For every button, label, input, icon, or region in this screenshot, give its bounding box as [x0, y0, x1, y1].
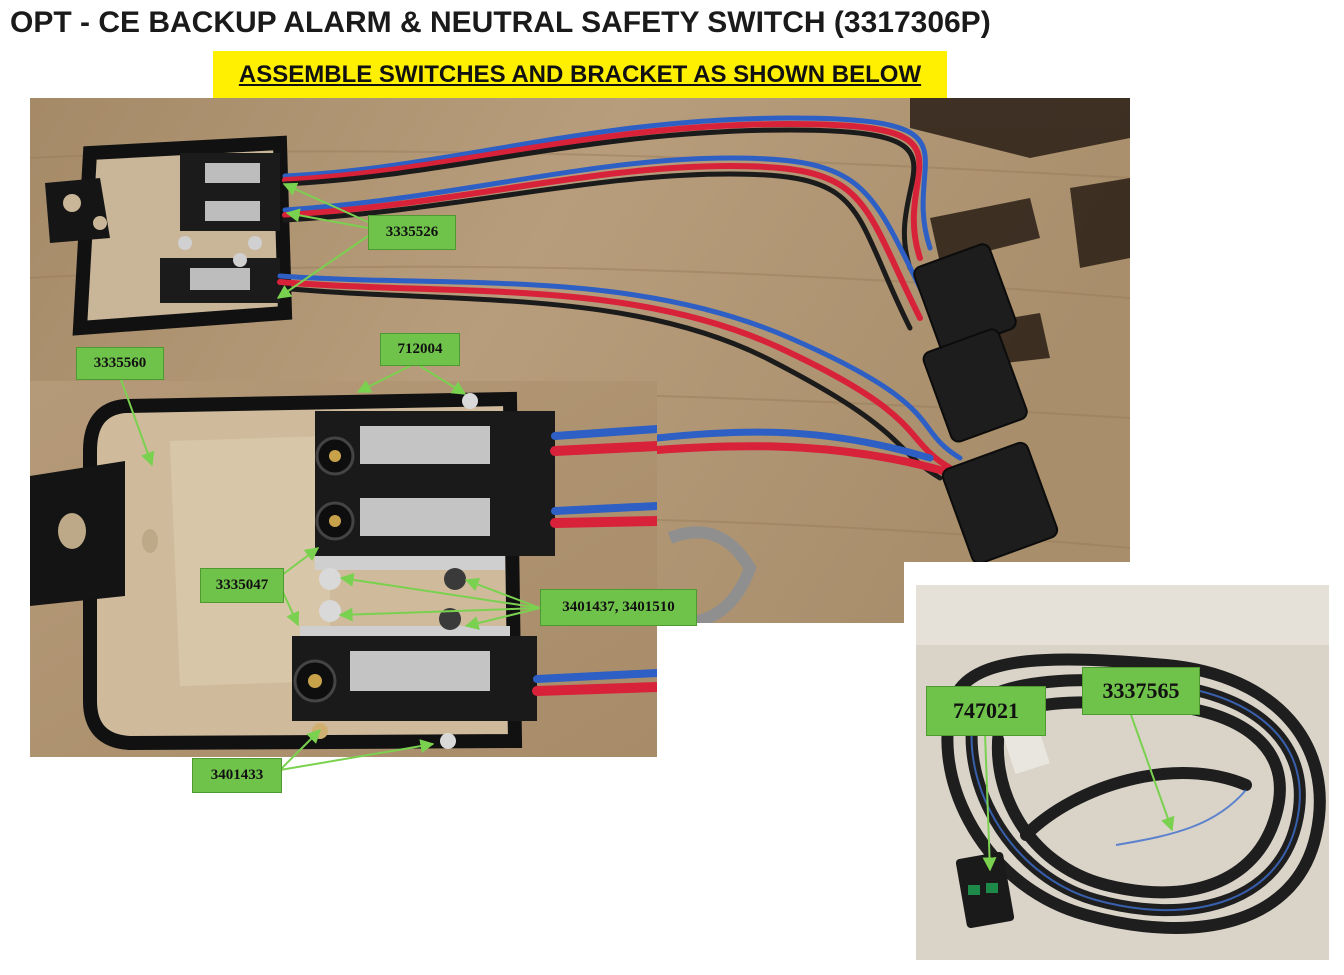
callout-3337565: 3337565 — [1082, 667, 1200, 715]
instruction-banner: ASSEMBLE SWITCHES AND BRACKET AS SHOWN B… — [213, 51, 947, 98]
harness-photo — [916, 585, 1329, 960]
callout-747021: 747021 — [926, 686, 1046, 736]
callout-3335560: 3335560 — [76, 347, 164, 380]
inset-closeup-photo — [30, 381, 657, 757]
callout-712004: 712004 — [380, 333, 460, 366]
instruction-text: ASSEMBLE SWITCHES AND BRACKET AS SHOWN B… — [238, 60, 922, 88]
callout-3335526: 3335526 — [368, 215, 456, 250]
page-title: OPT - CE BACKUP ALARM & NEUTRAL SAFETY S… — [10, 6, 991, 39]
callout-3401437-3401510: 3401437, 3401510 — [540, 589, 697, 626]
callout-3401433: 3401433 — [192, 758, 282, 793]
callout-3335047: 3335047 — [200, 568, 284, 603]
